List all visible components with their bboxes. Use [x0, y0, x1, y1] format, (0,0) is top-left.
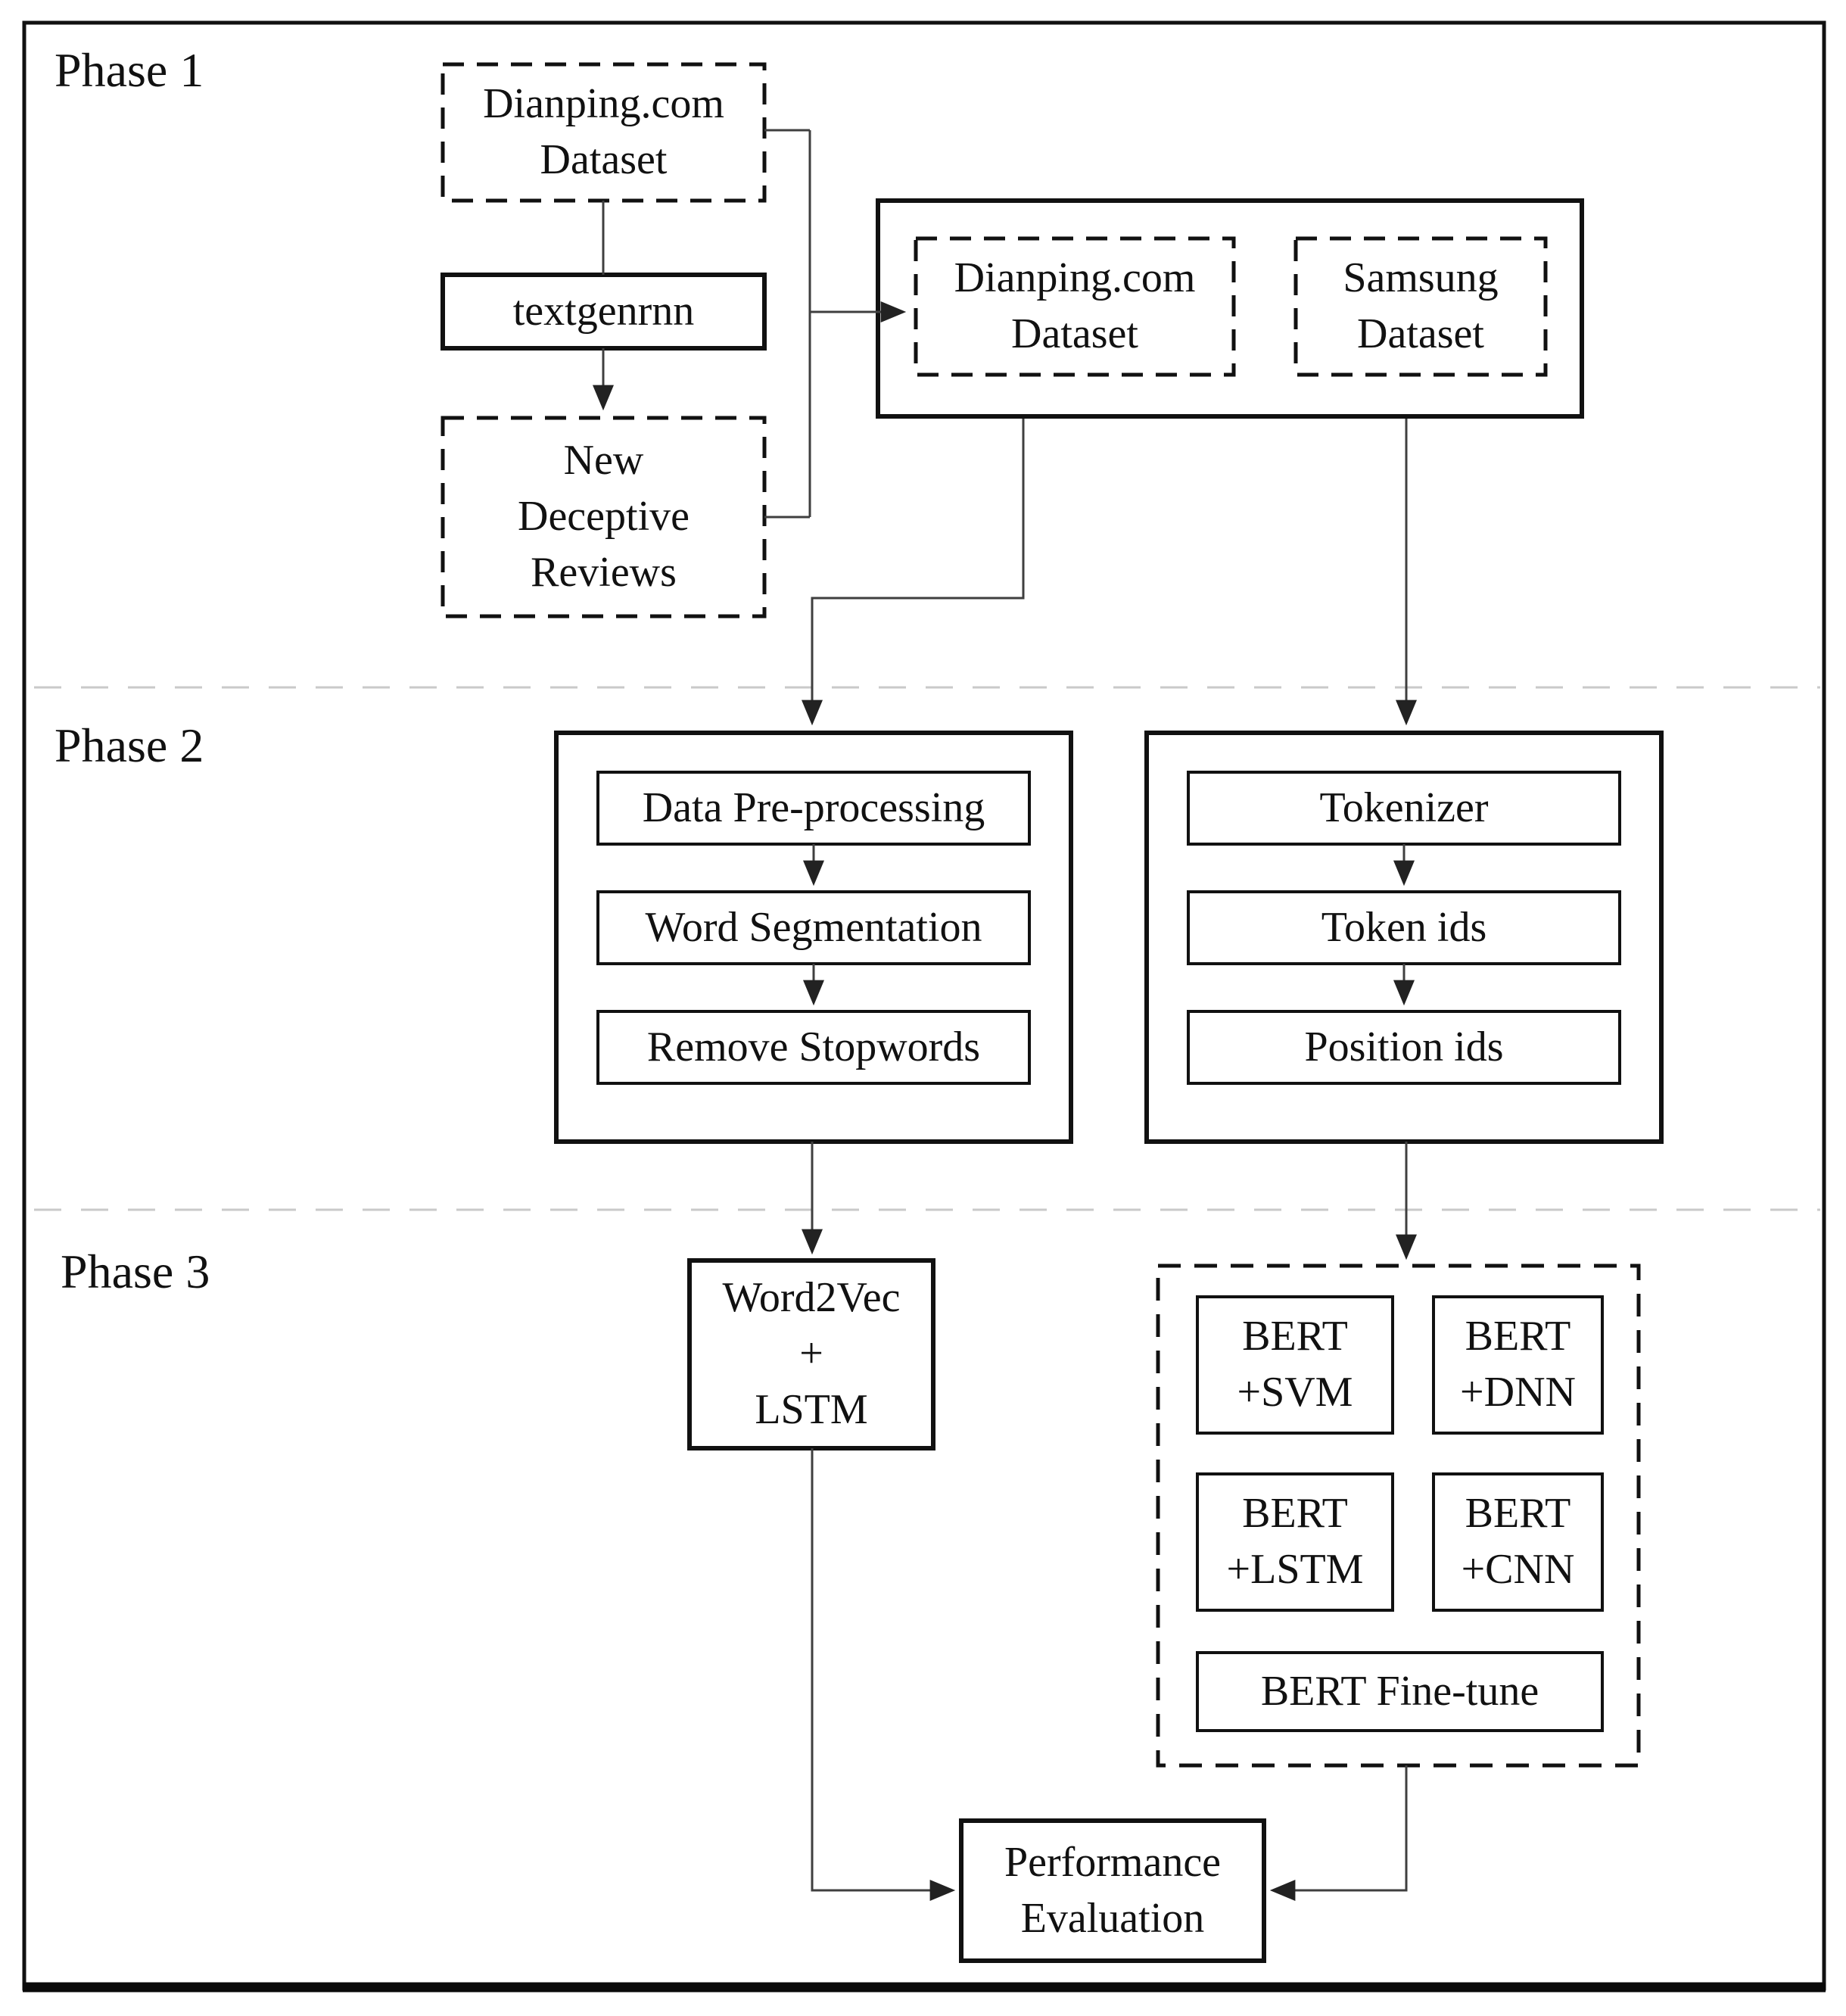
- phase-3-label: Phase 3: [61, 1245, 210, 1298]
- bert-cnn-box: [1432, 1472, 1604, 1612]
- bert-dnn-box: [1432, 1295, 1604, 1435]
- data-preprocessing-label: Data Pre-processing: [642, 784, 985, 831]
- bert-lstm-label: BERT +LSTM: [1226, 1490, 1364, 1593]
- remove-stopwords-label: Remove Stopwords: [646, 1023, 981, 1070]
- dianping-source-label: Dianping.com Dataset: [483, 80, 724, 183]
- word2vec-lstm-label: Word2Vec + LSTM: [722, 1274, 901, 1433]
- textgenrnn-label: textgenrnn: [512, 287, 695, 335]
- samsung-dataset-box: [1293, 236, 1548, 377]
- tokenizer-label: Tokenizer: [1319, 784, 1489, 831]
- remove-stopwords-box: [596, 1010, 1031, 1085]
- bert-cnn-label: BERT +CNN: [1461, 1490, 1575, 1593]
- arrow-dataset-group-to-preprocessing: [802, 419, 1025, 726]
- performance-evaluation-label: Performance Evaluation: [1004, 1838, 1222, 1942]
- position-ids-box: [1187, 1010, 1621, 1085]
- bert-svm-label: BERT +SVM: [1237, 1313, 1353, 1416]
- performance-evaluation-box: [959, 1818, 1266, 1963]
- samsung-dataset-label: Samsung Dataset: [1343, 254, 1499, 357]
- preprocessing-container-box: [554, 731, 1073, 1144]
- new-deceptive-reviews-label: New Deceptive Reviews: [518, 437, 690, 596]
- bert-lstm-box: [1196, 1472, 1394, 1612]
- bert-svm-box: [1196, 1295, 1394, 1435]
- bert-models-container-box: [1156, 1264, 1641, 1768]
- phase-2-label: Phase 2: [54, 718, 204, 772]
- dianping-dataset-box: [914, 236, 1236, 377]
- arrow-bert-models-to-evaluation: [1269, 1765, 1408, 1901]
- phase-1-label: Phase 1: [54, 43, 204, 97]
- arrow-word2vec-to-evaluation: [811, 1448, 956, 1901]
- dianping-dataset-label: Dianping.com Dataset: [954, 254, 1196, 357]
- position-ids-label: Position ids: [1304, 1023, 1504, 1070]
- word-segmentation-label: Word Segmentation: [645, 903, 982, 951]
- bert-finetune-box: [1196, 1651, 1604, 1732]
- bert-dnn-label: BERT +DNN: [1460, 1313, 1576, 1416]
- tokenizer-container-box: [1144, 731, 1664, 1144]
- bert-finetune-label: BERT Fine-tune: [1260, 1667, 1539, 1715]
- token-ids-label: Token ids: [1321, 903, 1487, 951]
- dataset-group-box: [876, 198, 1584, 419]
